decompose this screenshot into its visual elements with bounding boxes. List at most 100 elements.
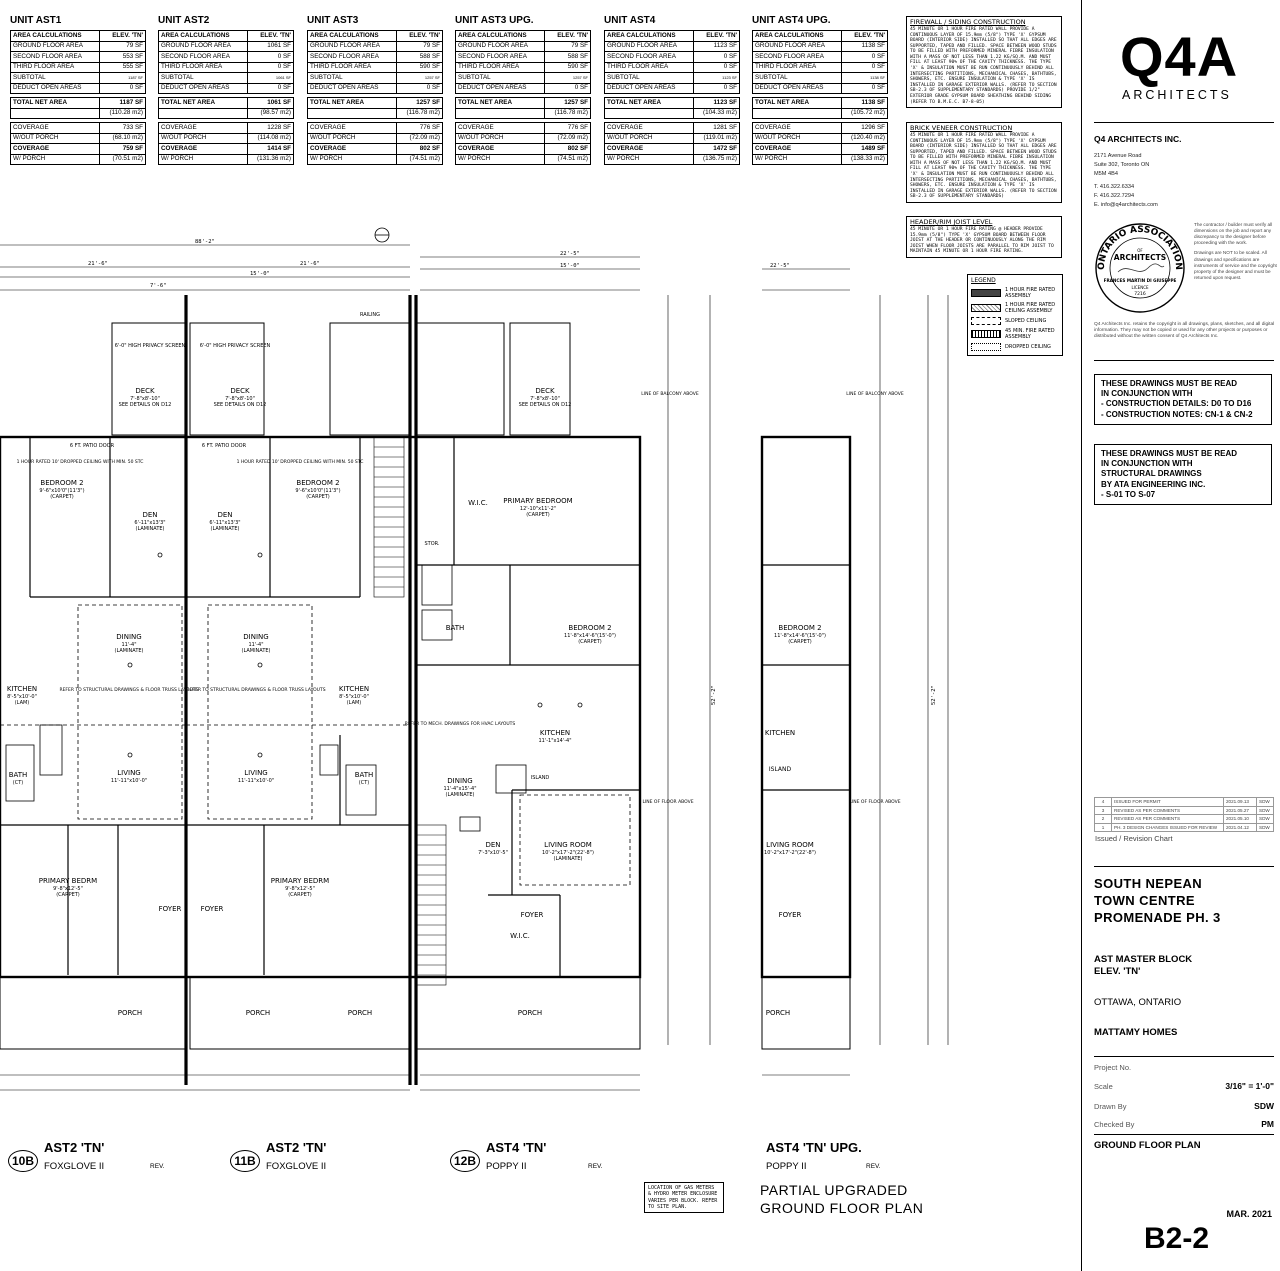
row-label: SUBTOTAL bbox=[454, 72, 546, 84]
row-label: DEDUCT OPEN AREAS bbox=[9, 82, 101, 94]
row-label: GROUND FLOOR AREA bbox=[604, 40, 694, 52]
signature-icon bbox=[1117, 263, 1165, 273]
room-dining-right: DINING bbox=[243, 633, 268, 641]
svg-text:SEE DETAILS ON D12: SEE DETAILS ON D12 bbox=[119, 402, 172, 408]
row-value: 1138 SF bbox=[840, 72, 889, 84]
row-label: THIRD FLOOR AREA bbox=[9, 61, 101, 73]
row-value: 1257 SF bbox=[544, 72, 591, 84]
row-label: W/ PORCH bbox=[306, 153, 398, 165]
svg-text:6'-11"x13'3": 6'-11"x13'3" bbox=[209, 520, 240, 526]
svg-text:(CARPET): (CARPET) bbox=[526, 512, 550, 518]
row-value: (136.75 m2) bbox=[692, 153, 741, 165]
row-label: AREA CALCULATIONS bbox=[604, 30, 694, 42]
floor-plan-drawing: 88'-2" 21'-6" 21'-6" 22'-5" 15'-0" 15'-0… bbox=[0, 227, 949, 1091]
row-label: COVERAGE bbox=[752, 122, 842, 134]
row-label bbox=[306, 107, 398, 119]
dimension-lines bbox=[0, 244, 949, 1091]
note-mech: REFER TO MECH. DRAWINGS FOR HVAC LAYOUTS bbox=[405, 721, 516, 727]
room-living-ast4-upg: LIVING ROOM bbox=[766, 841, 814, 849]
fixtures bbox=[5, 552, 583, 832]
row-value: (138.33 m2) bbox=[840, 153, 889, 165]
svg-text:SEE DETAILS ON D12: SEE DETAILS ON D12 bbox=[214, 402, 267, 408]
row-value: 0 SF bbox=[246, 82, 295, 94]
row-label: COVERAGE bbox=[9, 122, 101, 134]
row-label: GROUND FLOOR AREA bbox=[752, 40, 842, 52]
room-foyer-left: FOYER bbox=[159, 905, 182, 913]
unit-title: UNIT AST4 UPG. bbox=[752, 15, 831, 26]
svg-text:(LAMINATE): (LAMINATE) bbox=[554, 856, 583, 862]
table-row: W/ PORCH(131.36 m2) bbox=[158, 153, 295, 165]
table-row: (116.78 m2) bbox=[454, 107, 591, 119]
unit-title: UNIT AST3 UPG. bbox=[455, 15, 534, 26]
row-value: 1257 SF bbox=[544, 97, 591, 109]
row-value: 776 SF bbox=[396, 122, 443, 134]
row-label: DEDUCT OPEN AREAS bbox=[454, 82, 546, 94]
row-label: SUBTOTAL bbox=[9, 72, 101, 84]
row-value: 0 SF bbox=[840, 51, 889, 63]
dim-unit-c: 22'-5" bbox=[560, 251, 580, 257]
client-name: MATTAMY HOMES bbox=[1094, 1027, 1178, 1038]
row-value: (104.33 m2) bbox=[692, 107, 741, 119]
svg-text:OF: OF bbox=[1137, 248, 1143, 253]
row-value: (74.51 m2) bbox=[396, 153, 443, 165]
row-label: TOTAL NET AREA bbox=[306, 97, 398, 109]
row-label bbox=[454, 107, 546, 119]
row-value: 1281 SF bbox=[692, 122, 741, 134]
room-kitchen-right: KITCHEN bbox=[339, 685, 369, 693]
row-label: W/OUT PORCH bbox=[454, 132, 546, 144]
copyright-note: Q4 Architects Inc. retains the copyright… bbox=[1094, 322, 1275, 340]
porch-ast4-upg: PORCH bbox=[766, 1009, 790, 1017]
row-label: COVERAGE bbox=[604, 143, 694, 155]
svg-text:(LAM): (LAM) bbox=[15, 700, 30, 706]
exterior-walls bbox=[0, 435, 852, 979]
row-value: 802 SF bbox=[396, 143, 443, 155]
note-balcony-upg: LINE OF BALCONY ABOVE bbox=[846, 391, 904, 397]
checked-by-value: PM bbox=[1261, 1119, 1274, 1129]
row-value: ELEV. 'TN' bbox=[99, 30, 146, 42]
svg-text:7'-8"x8'-10": 7'-8"x8'-10" bbox=[225, 396, 255, 402]
row-label: THIRD FLOOR AREA bbox=[158, 61, 248, 73]
section-markers bbox=[374, 227, 390, 243]
row-value: 1296 SF bbox=[840, 122, 889, 134]
row-value: (110.28 m2) bbox=[99, 107, 146, 119]
scale-value: 3/16" = 1'-0" bbox=[1225, 1081, 1274, 1091]
svg-text:SEE DETAILS ON D12: SEE DETAILS ON D12 bbox=[519, 402, 572, 408]
row-label: SECOND FLOOR AREA bbox=[9, 51, 101, 63]
svg-text:LICENCE: LICENCE bbox=[1131, 285, 1149, 290]
architect-seal-icon: ONTARIO ASSOCIATION OF ARCHITECTS FRANCE… bbox=[1095, 223, 1185, 313]
porch-right: PORCH bbox=[348, 1009, 372, 1017]
row-value: 0 SF bbox=[99, 82, 146, 94]
row-label bbox=[9, 107, 101, 119]
row-value: 1138 SF bbox=[840, 97, 889, 109]
row-value: (116.78 m2) bbox=[396, 107, 443, 119]
note-floor-above-upg: LINE OF FLOOR ABOVE bbox=[849, 799, 900, 805]
partial-plan-title: PARTIAL UPGRADED GROUND FLOOR PLAN bbox=[760, 1182, 924, 1216]
row-value: 588 SF bbox=[544, 51, 591, 63]
row-value: 553 SF bbox=[99, 51, 146, 63]
svg-text:7216: 7216 bbox=[1134, 291, 1146, 297]
row-value: 0 SF bbox=[692, 82, 741, 94]
row-value: 555 SF bbox=[99, 61, 146, 73]
room-storage: STOR. bbox=[424, 541, 439, 547]
porch-ast4: PORCH bbox=[518, 1009, 542, 1017]
dim-unit-f: 7'-6" bbox=[150, 283, 167, 289]
dim-depth: 52'-2" bbox=[931, 685, 937, 705]
svg-text:11'-4"x15'-4": 11'-4"x15'-4" bbox=[443, 786, 476, 792]
project-number-row: Project No. bbox=[1094, 1063, 1132, 1072]
row-label: COVERAGE bbox=[306, 122, 398, 134]
legend: LEGEND 1 HOUR FIRE RATED ASSEMBLY 1 HOUR… bbox=[967, 274, 1063, 356]
room-primary-bedroom: PRIMARY BEDROOM bbox=[503, 497, 572, 505]
firm-address: 2171 Avenue Road Suite 302, Toronto ON M… bbox=[1094, 153, 1158, 208]
